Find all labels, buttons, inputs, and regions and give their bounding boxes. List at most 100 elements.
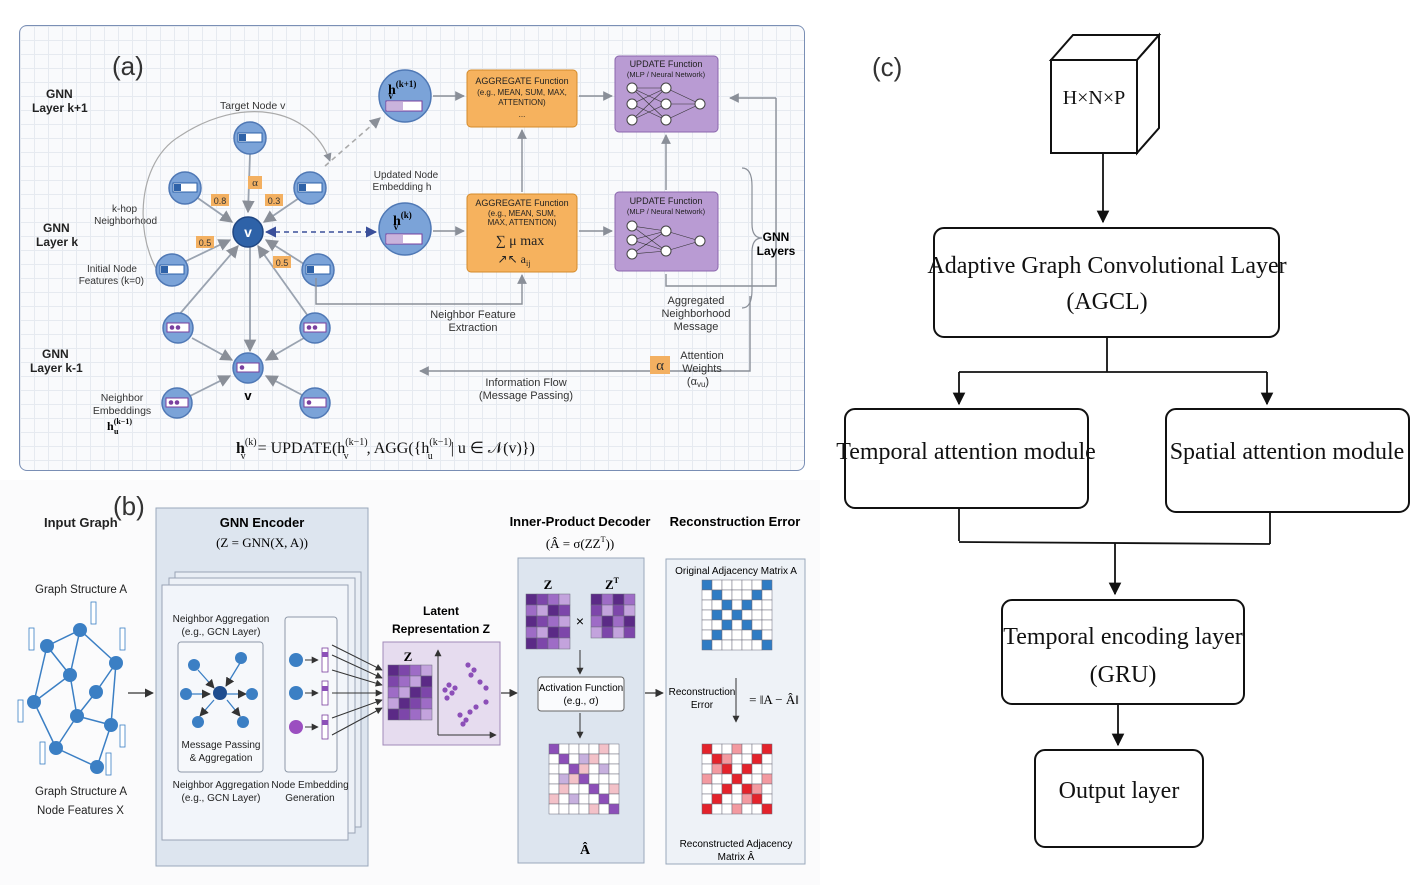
original-adjacency-cell — [711, 639, 723, 651]
svg-text:UPDATE Function: UPDATE Function — [630, 196, 703, 206]
ahat-matrix-cell — [548, 783, 560, 795]
weight-badge: 0.8 — [214, 196, 227, 206]
ahat-matrix-cell — [598, 773, 610, 785]
ahat-matrix-cell — [548, 753, 560, 765]
latent-matrix-cell — [409, 664, 422, 677]
svg-text:Z: Z — [544, 577, 553, 592]
original-adjacency-cell — [731, 619, 743, 631]
svg-text:Adaptive Graph Convolutional L: Adaptive Graph Convolutional Layer(AGCL) — [927, 253, 1286, 315]
z-matrix-cell — [536, 637, 549, 650]
reconstructed-adjacency-cell — [741, 793, 753, 805]
zt-matrix-cell — [623, 626, 636, 639]
original-adjacency-cell — [701, 579, 713, 591]
original-adjacency-cell — [761, 629, 773, 641]
z-matrix-cell — [558, 604, 571, 617]
svg-text:Neighbor Aggregation(e.g., GCN: Neighbor Aggregation(e.g., GCN Layer) — [173, 780, 270, 804]
z-matrix-cell — [525, 626, 538, 639]
zt-matrix-cell — [623, 593, 636, 606]
svg-text:Output layer: Output layer — [1059, 778, 1180, 804]
ahat-matrix-cell — [548, 803, 560, 815]
latent-matrix-cell — [398, 697, 411, 710]
weight-badge: 0.5 — [199, 238, 212, 248]
ahat-matrix-cell — [568, 753, 580, 765]
ahat-matrix-cell — [548, 743, 560, 755]
node-group: v v — [155, 121, 335, 419]
ahat-matrix-cell — [558, 743, 570, 755]
reconstructed-adjacency-cell — [741, 783, 753, 795]
svg-text:(Â = σ(ZZT)): (Â = σ(ZZT)) — [546, 535, 614, 551]
ahat-matrix-cell — [548, 793, 560, 805]
original-adjacency-cell — [751, 589, 763, 601]
svg-text:GNN Encoder: GNN Encoder — [220, 515, 305, 530]
panel-b-graph-autoencoder: (b) Input Graph Graph Structure A Graph … — [0, 480, 820, 885]
z-matrix-cell — [558, 637, 571, 650]
encoder-to-latent-arrows — [331, 644, 383, 736]
merge-arrows — [958, 508, 1271, 596]
reconstructed-adjacency-cell — [731, 753, 743, 765]
original-adjacency-cell — [751, 629, 763, 641]
reconstructed-adjacency-cell — [701, 793, 713, 805]
reconstructed-adjacency-cell — [731, 773, 743, 785]
neighbor-node — [162, 312, 194, 344]
reconstructed-adjacency-cell — [701, 783, 713, 795]
ahat-matrix-cell — [598, 743, 610, 755]
ahat-matrix-cell — [558, 763, 570, 775]
original-adjacency-cell — [711, 589, 723, 601]
original-adjacency-cell — [741, 639, 753, 651]
ahat-matrix-cell — [608, 803, 620, 815]
original-adjacency-cell — [721, 579, 733, 591]
reconstructed-adjacency-cell — [701, 763, 713, 775]
latent-matrix-cell — [420, 664, 433, 677]
panel-c-pipeline: (c) H×N×P Adaptive Graph Convolutional L… — [830, 0, 1420, 885]
ahat-matrix-cell — [588, 803, 600, 815]
z-matrix-cell — [536, 593, 549, 606]
original-adjacency-cell — [721, 629, 733, 641]
ahat-matrix-cell — [608, 773, 620, 785]
neighbor-node — [155, 253, 189, 287]
ahat-matrix-cell — [608, 753, 620, 765]
panel-a-label: (a) — [112, 51, 144, 81]
z-matrix-cell — [547, 615, 560, 628]
reconstructed-adjacency-cell — [751, 763, 763, 775]
agcl-split-arrows — [952, 337, 1274, 406]
original-adjacency-cell — [711, 599, 723, 611]
zt-matrix-cell — [612, 604, 625, 617]
dashed-to-h-top — [324, 117, 381, 167]
original-adjacency-cell — [761, 609, 773, 621]
reconstructed-adjacency-cell — [751, 793, 763, 805]
reconstructed-adjacency-cell — [741, 763, 753, 775]
z-matrix-cell — [547, 637, 560, 650]
neighbor-node — [161, 387, 193, 419]
z-matrix-cell — [525, 604, 538, 617]
panel-c-label: (c) — [872, 52, 902, 82]
reconstructed-adjacency-cell — [701, 753, 713, 765]
reconstructed-adjacency-cell — [711, 793, 723, 805]
agcl-box: Adaptive Graph Convolutional Layer(AGCL) — [927, 227, 1287, 338]
original-adjacency-cell — [751, 619, 763, 631]
latent-matrix-cell — [387, 697, 400, 710]
ahat-matrix-cell — [598, 803, 610, 815]
z-matrix-cell — [547, 593, 560, 606]
original-adjacency-cell — [751, 599, 763, 611]
svg-text:Original Adjacency Matrix A: Original Adjacency Matrix A — [675, 566, 797, 577]
bottom-node-v — [232, 352, 264, 384]
ahat-matrix-cell — [558, 793, 570, 805]
inner-product-decoder: Inner-Product Decoder (Â = σ(ZZT)) Z ZT … — [510, 514, 650, 864]
reconstructed-adjacency-cell — [751, 783, 763, 795]
svg-text:↗↖ aij: ↗↖ aij — [498, 252, 531, 268]
svg-text:∑ μ max: ∑ μ max — [496, 234, 545, 249]
gnn-encoder: GNN Encoder (Z = GNN(X, A)) Neighbor Agg… — [155, 507, 369, 867]
svg-text:h(k)v: h(k)v — [393, 210, 412, 232]
ahat-matrix-cell — [568, 783, 580, 795]
svg-text:α: α — [656, 358, 664, 374]
z-matrix-cell — [536, 615, 549, 628]
reconstructed-adjacency-cell — [731, 793, 743, 805]
reconstructed-adjacency-cell — [761, 773, 773, 785]
reconstructed-adjacency-cell — [721, 783, 733, 795]
neighbor-node — [299, 387, 331, 419]
original-adjacency-cell — [721, 599, 733, 611]
zt-matrix-cell — [612, 593, 625, 606]
